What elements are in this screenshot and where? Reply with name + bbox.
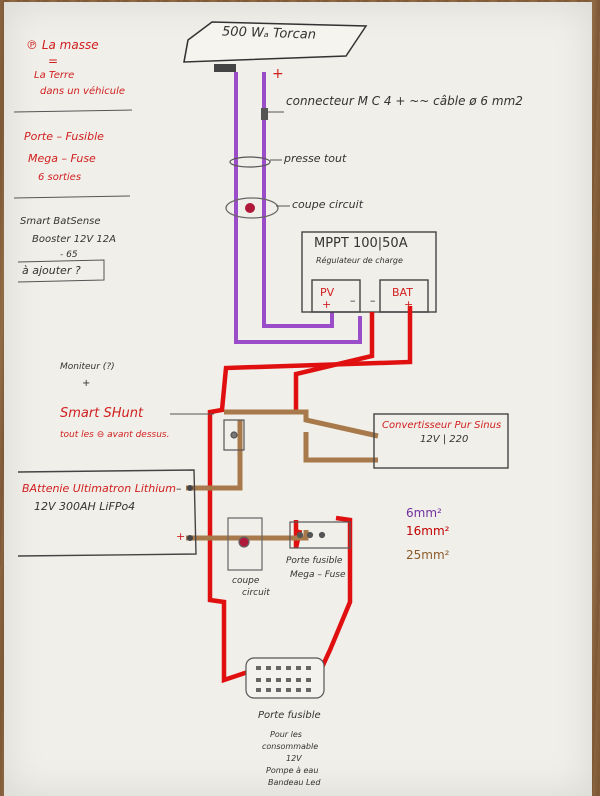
mega-fuse-holder [289,521,351,549]
label-mc4: connecteur M C 4 + ~~ câble ø 6 mm2 [286,94,523,108]
note-smart-l3: - 65 [60,250,78,260]
battery-box [17,469,197,557]
cable-gland [229,156,271,168]
converter-label-l2: 12V | 220 [420,434,469,445]
battery-minus-sign: – [176,482,182,495]
note-ground-l2: dans un véhicule [40,86,126,97]
note-ground-title: ℗ La masse [26,38,99,52]
label-smart-shunt: Smart SHunt [60,406,144,421]
megafuse-label-l1: Porte fusible [286,556,343,566]
label-monitor-plus: + [82,378,91,389]
battery-label-l2: 12V 300AH LiFPo4 [34,500,136,513]
label-monitor: Moniteur (?) [60,362,115,372]
leader-lines [170,111,290,415]
mppt-subtitle: Régulateur de charge [316,256,403,265]
mppt-bat-minus: – [370,294,376,307]
mppt-pv-plus: + [322,298,332,311]
fusebox-l5: Bandeau Led [268,778,321,787]
fusebox-l4: Pompe à eau [266,766,319,775]
megafuse-label-l2: Mega – Fuse [290,570,346,580]
breaker2-label-l1: coupe [232,576,260,586]
inverter-box [373,413,509,469]
mc4-connector [261,108,268,120]
circuit-breaker-1 [225,197,279,219]
solar-panel [183,21,368,72]
fusebox-title: Porte fusible [258,710,321,721]
note-smart-l2: Booster 12V 12A [32,234,116,245]
consumer-fuse-box [245,657,325,699]
panel-plus-sign: + [272,66,284,82]
brown-wires-25mm2 [186,409,379,541]
fusebox-l3: 12V [286,754,302,763]
note-ground-eq: = [48,54,59,68]
label-shunt-subtitle: tout les ⊖ avant dessus. [60,430,170,440]
note-ground-l1: La Terre [34,70,75,81]
label-presse-tout: presse tout [284,152,347,165]
legend-6mm2: 6mm² [406,506,442,520]
label-coupe-circuit-1: coupe circuit [292,198,364,211]
mppt-bat-label: BAT [392,286,413,299]
legend-16mm2: 16mm² [406,524,450,538]
note-fuse-l3: 6 sorties [38,172,82,183]
note-fuse-l2: Mega – Fuse [28,152,96,165]
note-smart-l4: à ajouter ? [22,264,81,277]
note-smart-l1: Smart BatSense [20,216,101,227]
mppt-title: MPPT 100|50A [314,236,408,251]
breaker2-label-l2: circuit [242,588,270,598]
converter-label-l1: Convertisseur Pur Sinus [382,420,502,431]
battery-label-l1: BAttenie Ultimatron Lithium [22,482,176,495]
note-fuse-l1: Porte – Fusible [24,130,104,143]
mppt-bat-plus: + [404,298,414,311]
fusebox-l1: Pour les [270,730,302,739]
smart-shunt [223,419,245,451]
battery-plus-sign: + [176,530,186,543]
fusebox-l2: consommable [262,742,319,751]
legend-25mm2: 25mm² [406,548,450,562]
mppt-pv-minus: – [350,294,356,307]
mppt-pv-label: PV [320,286,335,299]
circuit-breaker-2 [227,517,263,571]
mppt-controller [301,231,437,313]
red-wires-16mm2 [207,306,413,684]
